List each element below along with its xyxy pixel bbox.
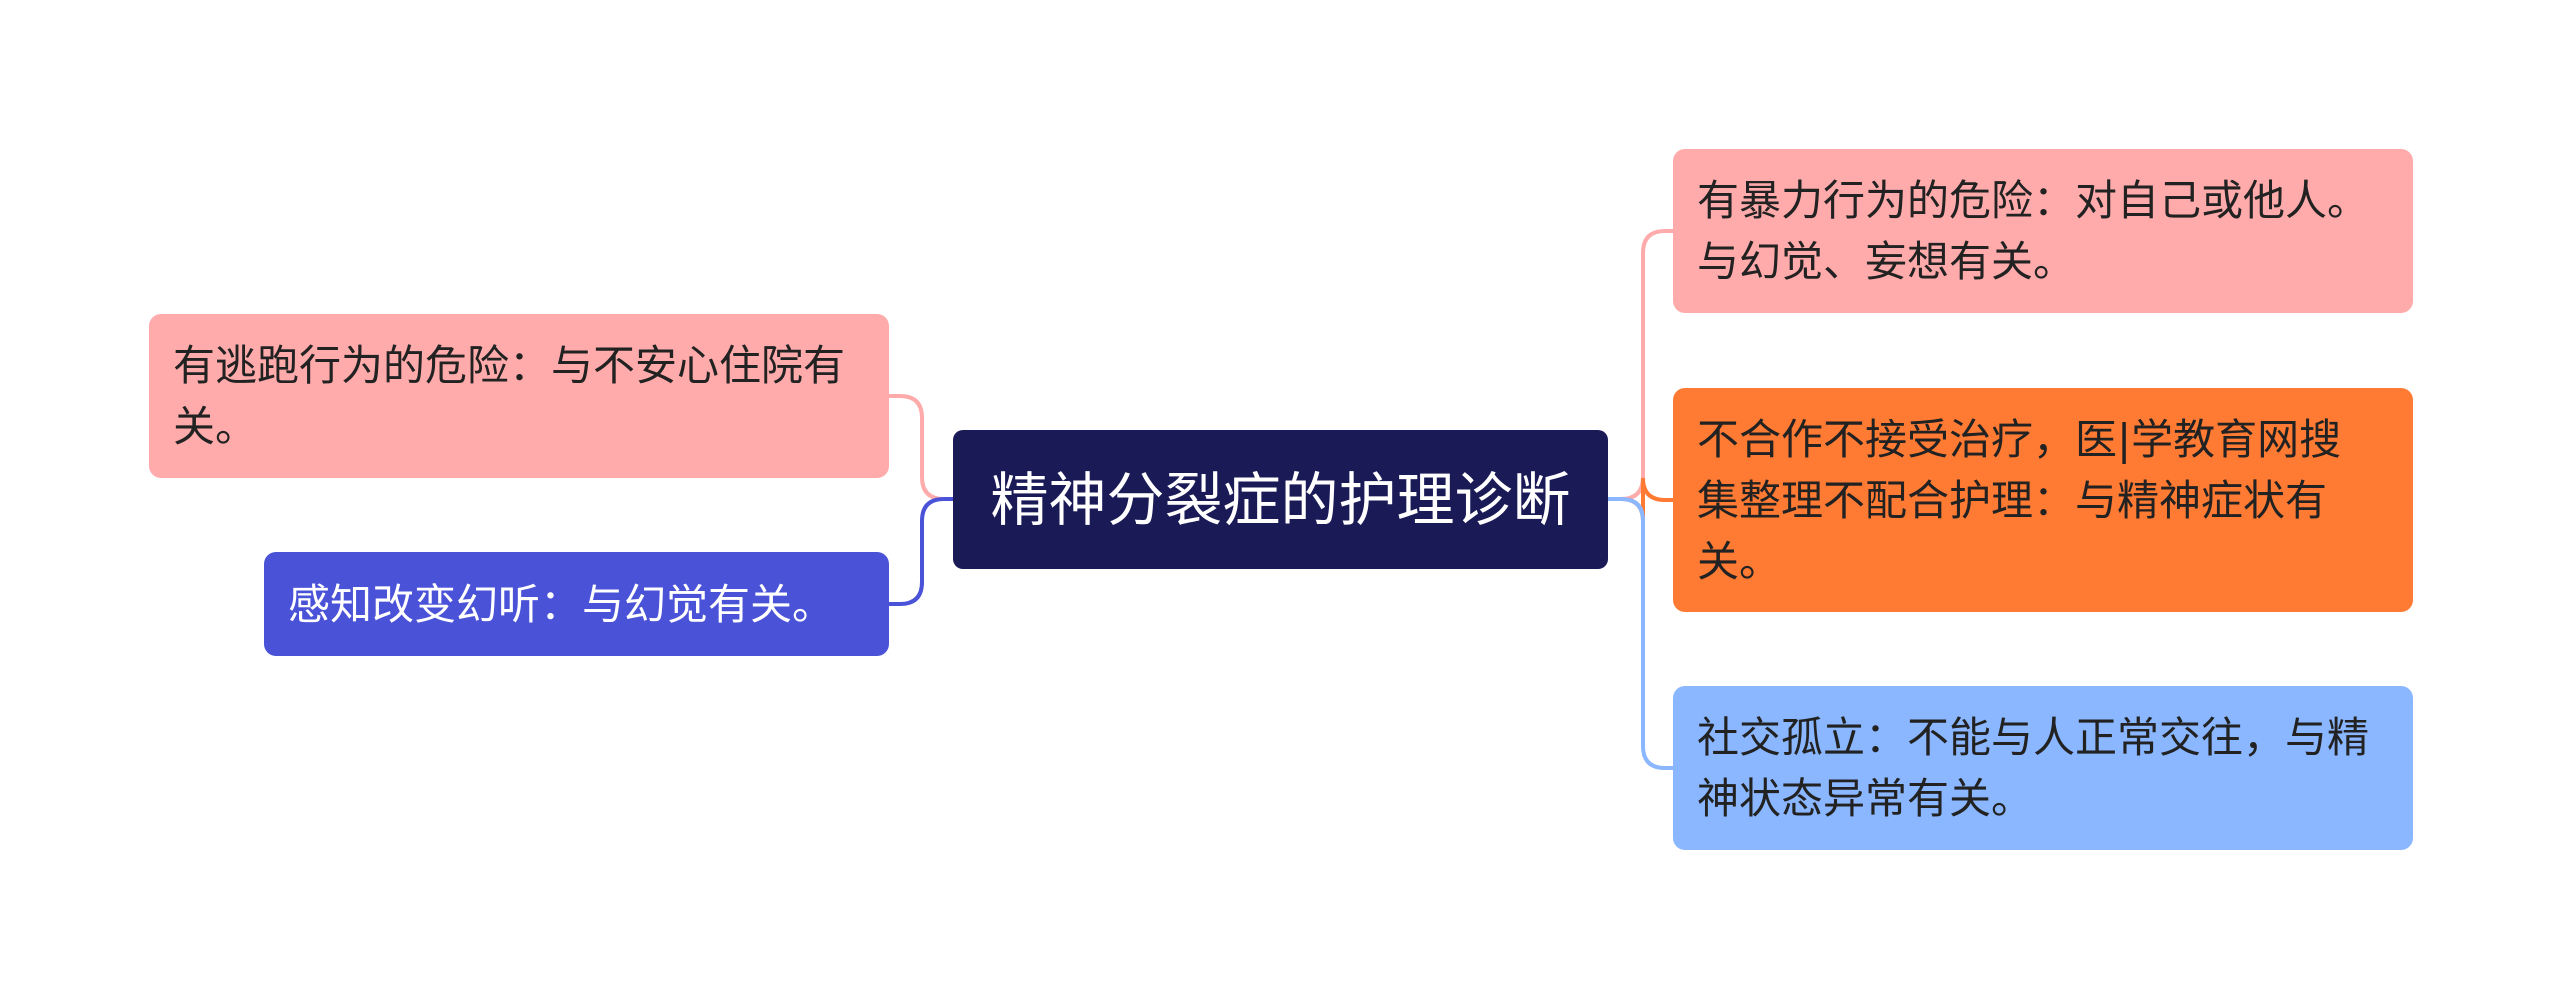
connector-right-1 xyxy=(1608,229,1673,501)
branch-node-noncooperation[interactable]: 不合作不接受治疗，医|学教育网搜集整理不配合护理：与精神症状有关。 xyxy=(1673,388,2413,612)
connector-left-2 xyxy=(889,497,953,606)
branch-node-label: 社交孤立：不能与人正常交往，与精神状态异常有关。 xyxy=(1697,713,2370,823)
central-topic[interactable]: 精神分裂症的护理诊断 xyxy=(953,430,1608,569)
branch-node-label: 有逃跑行为的危险：与不安心住院有关。 xyxy=(173,341,846,451)
branch-node-label: 感知改变幻听：与幻觉有关。 xyxy=(288,579,835,629)
connector-left-1 xyxy=(889,394,953,501)
branch-node-violence-risk[interactable]: 有暴力行为的危险：对自己或他人。与幻觉、妄想有关。 xyxy=(1673,149,2413,313)
central-topic-label: 精神分裂症的护理诊断 xyxy=(990,465,1571,534)
branch-node-label: 有暴力行为的危险：对自己或他人。与幻觉、妄想有关。 xyxy=(1697,176,2370,286)
branch-node-social-isolation[interactable]: 社交孤立：不能与人正常交往，与精神状态异常有关。 xyxy=(1673,686,2413,850)
branch-node-label: 不合作不接受治疗，医|学教育网搜集整理不配合护理：与精神症状有关。 xyxy=(1697,414,2342,586)
connector-right-3 xyxy=(1608,497,1673,770)
branch-node-hallucination[interactable]: 感知改变幻听：与幻觉有关。 xyxy=(264,552,889,656)
branch-node-escape-risk[interactable]: 有逃跑行为的危险：与不安心住院有关。 xyxy=(149,314,889,478)
